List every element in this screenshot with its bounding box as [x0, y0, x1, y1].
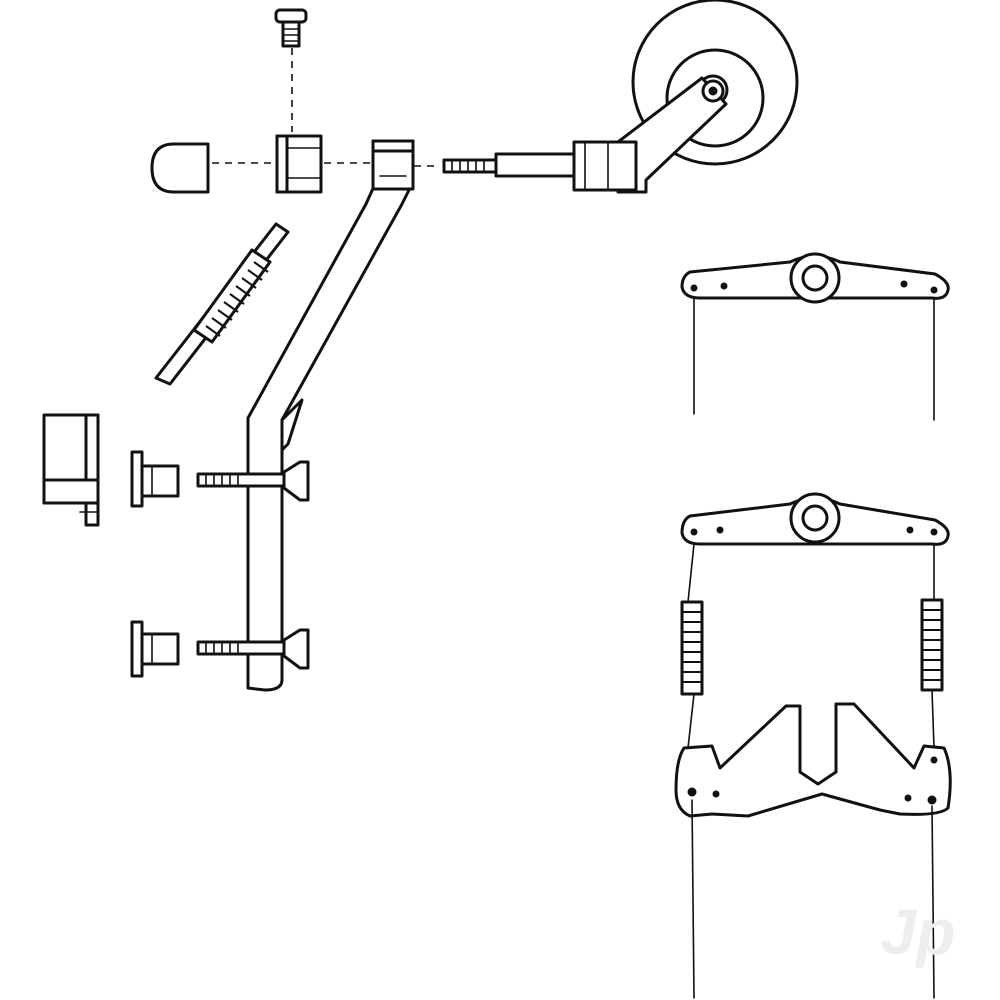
alignment-lines: [212, 48, 440, 167]
blind-nut-upper: [130, 450, 180, 508]
steering-arm-top: [680, 252, 950, 304]
leg-top-block: [371, 139, 415, 191]
tensioner-spring-left: [680, 543, 704, 749]
svg-text:Jp: Jp: [881, 896, 956, 968]
wheel-collar: [275, 134, 323, 194]
mount-block: [42, 413, 100, 527]
bolt-upper: [196, 460, 310, 502]
blind-nut-lower: [130, 620, 180, 678]
spring: [154, 222, 290, 386]
wheel-arm: [572, 76, 728, 194]
watermark: Jp: [881, 896, 956, 968]
landing-gear-leg: [246, 182, 414, 692]
tensioner-spring-right: [920, 543, 944, 749]
wheel-cap: [150, 142, 210, 194]
bolt-lower: [196, 628, 310, 670]
nose-gear-horn: [674, 702, 952, 818]
screw: [274, 8, 308, 48]
pushrod-bottom: [691, 799, 935, 999]
axle: [442, 152, 578, 178]
pushrod-top: [693, 297, 935, 421]
steering-arm-bottom: [680, 492, 950, 546]
